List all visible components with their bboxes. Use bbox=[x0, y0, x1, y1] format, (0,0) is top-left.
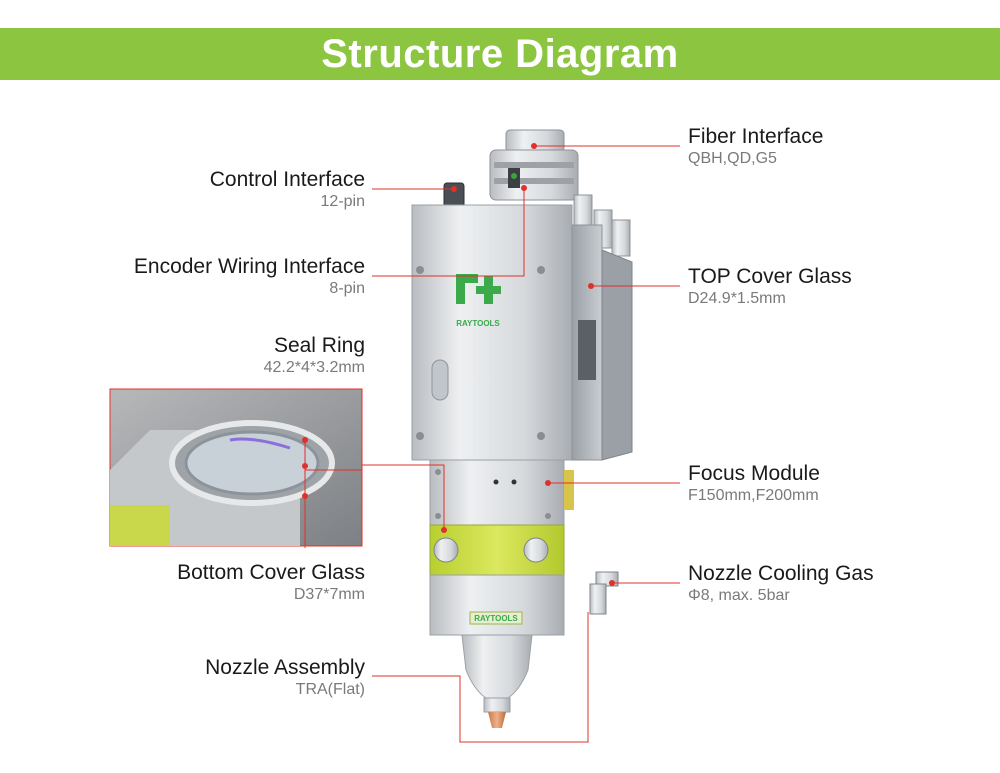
label-title: Focus Module bbox=[688, 462, 820, 485]
label-bottom-cover-glass: Bottom Cover Glass D37*7mm bbox=[100, 561, 365, 605]
page-title: Structure Diagram bbox=[321, 32, 679, 76]
label-sub: D24.9*1.5mm bbox=[688, 290, 786, 307]
label-sub: QBH,QD,G5 bbox=[688, 150, 777, 167]
label-title: Encoder Wiring Interface bbox=[133, 255, 365, 278]
label-sub: 8-pin bbox=[329, 280, 365, 297]
label-fiber-interface: Fiber Interface QBH,QD,G5 bbox=[688, 125, 988, 169]
label-title: Seal Ring bbox=[273, 334, 365, 357]
label-sub: 42.2*4*3.2mm bbox=[263, 359, 365, 376]
leader-dots bbox=[302, 143, 615, 586]
label-title: Nozzle Assembly bbox=[205, 656, 365, 679]
label-title: Bottom Cover Glass bbox=[177, 561, 365, 584]
label-title: Nozzle Cooling Gas bbox=[688, 562, 874, 585]
label-sub: TRA(Flat) bbox=[295, 681, 365, 698]
label-top-cover-glass: TOP Cover Glass D24.9*1.5mm bbox=[688, 265, 988, 309]
label-control-interface: Control Interface 12-pin bbox=[100, 168, 365, 212]
label-sub: D37*7mm bbox=[293, 586, 365, 603]
label-sub: 12-pin bbox=[320, 193, 365, 210]
brand-logo-text: RAYTOOLS bbox=[456, 319, 500, 328]
title-banner: Structure Diagram bbox=[0, 28, 1000, 80]
label-nozzle-assembly: Nozzle Assembly TRA(Flat) bbox=[100, 656, 365, 700]
label-focus-module: Focus Module F150mm,F200mm bbox=[688, 462, 988, 506]
leader-lines bbox=[304, 145, 680, 743]
label-title: TOP Cover Glass bbox=[688, 265, 852, 288]
label-sub: Φ8, max. 5bar bbox=[688, 587, 790, 604]
label-title: Control Interface bbox=[209, 168, 365, 191]
label-sub: F150mm,F200mm bbox=[688, 487, 819, 504]
label-nozzle-cooling-gas: Nozzle Cooling Gas Φ8, max. 5bar bbox=[688, 562, 988, 606]
label-seal-ring: Seal Ring 42.2*4*3.2mm bbox=[100, 334, 365, 378]
label-encoder-interface: Encoder Wiring Interface 8-pin bbox=[60, 255, 365, 299]
label-title: Fiber Interface bbox=[688, 125, 824, 148]
brand-label-lower: RAYTOOLS bbox=[474, 614, 518, 623]
fiber-connector bbox=[489, 129, 579, 201]
raytools-logo: RAYTOOLS bbox=[456, 274, 501, 328]
seal-ring-zoom bbox=[109, 388, 363, 547]
